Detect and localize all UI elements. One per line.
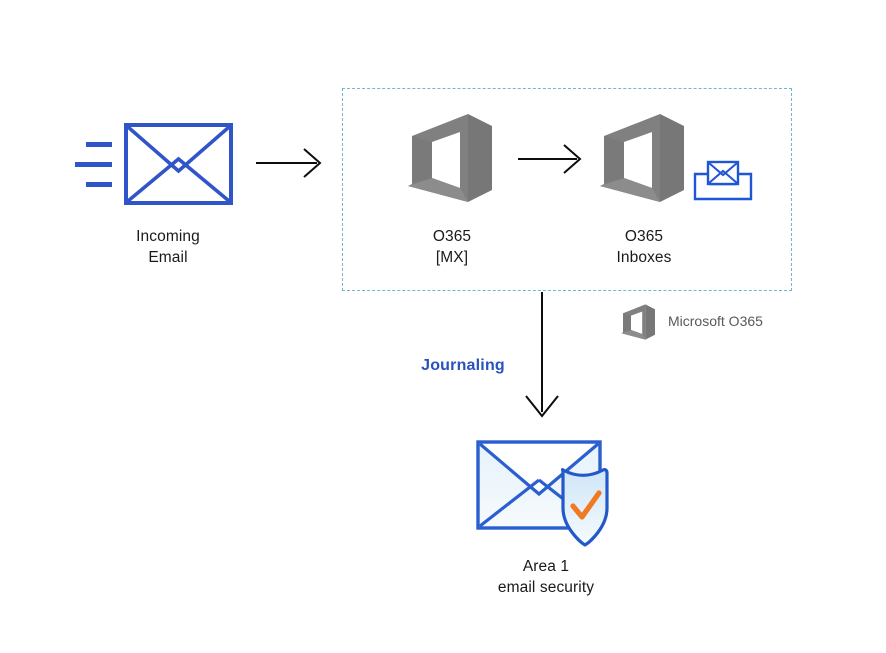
o365-inboxes-label: O365 Inboxes [616, 228, 672, 266]
o365-mx-node [406, 108, 498, 208]
o365-inboxes-badge [692, 158, 754, 202]
inbox-tray-envelope-icon [693, 160, 753, 201]
o365-mx-label: O365 [MX] [432, 228, 472, 266]
envelope-flap [126, 125, 231, 174]
journaling-label: Journaling [421, 357, 505, 374]
area1-label: Area 1 email security [497, 558, 595, 596]
o365-inboxes-node [598, 108, 690, 208]
office-logo-right-face [468, 114, 492, 202]
office-logo-left-edge [623, 313, 631, 333]
office365-logo-icon [600, 114, 684, 202]
office-logo-inner-window [631, 311, 643, 334]
legend-label-microsoft-o365: Microsoft O365 [668, 313, 763, 329]
tray-envelope-flap [708, 162, 738, 177]
office-logo-right-face [645, 304, 655, 340]
tray-envelope-back-fold [708, 169, 738, 184]
office-logo-left-edge [412, 136, 432, 184]
area1-envelope-flap [478, 442, 600, 497]
office365-logo-icon [408, 114, 492, 202]
office-logo-inner-window [624, 132, 652, 188]
envelope-icon [75, 123, 233, 205]
shielded-envelope-icon [476, 440, 609, 547]
arrow-right-icon [518, 144, 582, 174]
incoming-email-node [72, 118, 242, 218]
incoming-email-label: Incoming Email [136, 228, 200, 266]
microsoft-o365-zone-border [342, 88, 792, 291]
arrow-mx-to-inboxes [518, 142, 586, 176]
speed-line-bottom [86, 182, 112, 187]
office-logo-bottom-shade [408, 178, 468, 202]
shield-shape [560, 468, 609, 547]
arrow-incoming-to-mx [256, 146, 326, 180]
office365-logo-icon [621, 304, 655, 340]
office-logo-left-edge [604, 136, 624, 184]
legend-office365-icon-wrap [620, 302, 658, 342]
speed-line-top [86, 142, 112, 147]
area1-envelope-fold-left [479, 478, 540, 528]
area1-node [466, 432, 632, 552]
check-icon [570, 490, 602, 520]
office-logo-bottom-shade [621, 330, 646, 340]
arrow-inboxes-to-area1 [516, 292, 568, 422]
envelope-back-fold [126, 156, 231, 203]
office-logo-right-face [660, 114, 684, 202]
arrow-right-icon [256, 148, 322, 178]
speed-line-middle [75, 162, 112, 167]
office-logo-inner-window [432, 132, 460, 188]
office-logo-bottom-shade [600, 178, 660, 202]
arrow-down-icon [525, 292, 559, 418]
